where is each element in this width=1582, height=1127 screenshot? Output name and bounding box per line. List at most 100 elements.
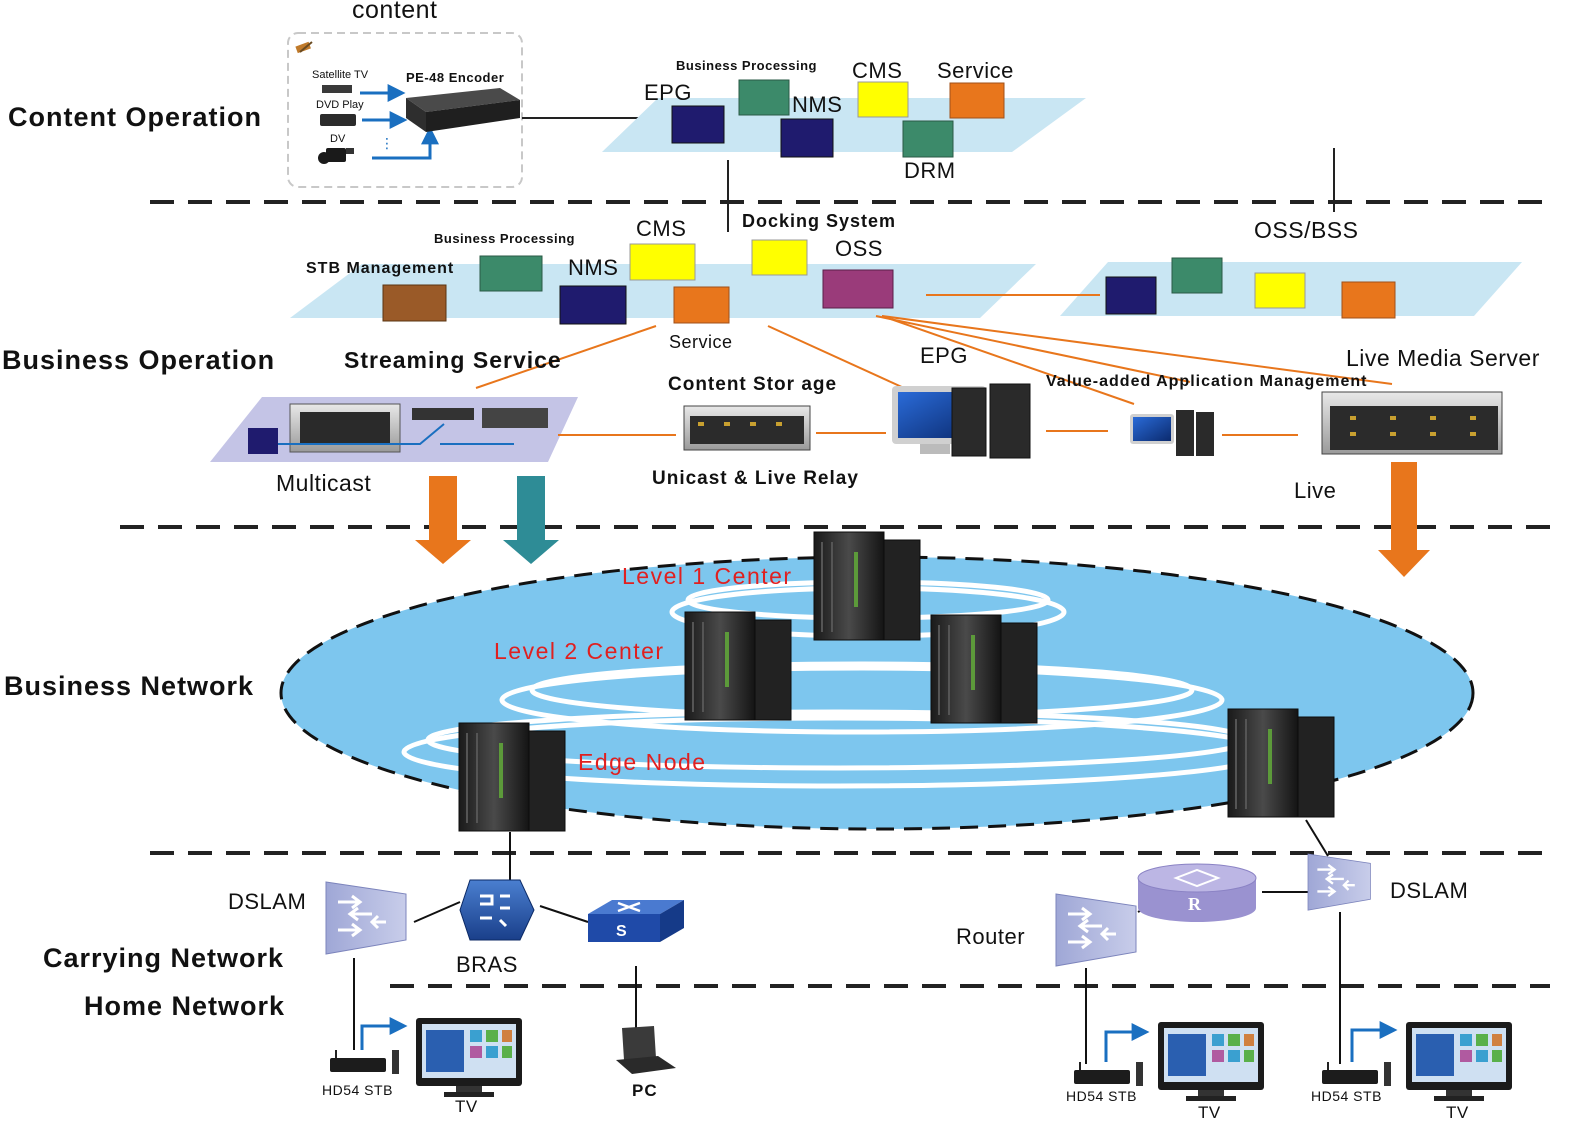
bras-label: BRAS	[456, 952, 518, 977]
content-platform: Business Processing EPG NMS CMS Service …	[602, 58, 1086, 183]
stb3-label: HD54 STB	[1311, 1088, 1382, 1104]
oss-bss-label: OSS/BSS	[1254, 217, 1358, 243]
streaming-cube-icon	[248, 428, 278, 454]
cp-epg-block	[671, 105, 725, 144]
router-switch-icon	[1054, 892, 1138, 968]
stb1-icon	[329, 1049, 400, 1075]
dslam-right-icon	[1306, 852, 1372, 912]
cp-drm-label: DRM	[904, 158, 956, 183]
layer-separators	[120, 200, 1550, 988]
business-platform: Business Processing STB Management CMS N…	[290, 211, 1036, 352]
edge-node-server-left	[458, 722, 566, 832]
level2-center-server-left	[684, 611, 792, 721]
cp-epg-label: EPG	[644, 80, 692, 105]
cp-service-label: Service	[937, 58, 1014, 83]
switch-letter: S	[616, 923, 627, 940]
content-storage-label: Content Stor age	[668, 374, 837, 395]
dvd-play-label: DVD Play	[316, 99, 364, 111]
live-media-server-label: Live Media Server	[1346, 345, 1540, 371]
oss-bss-block-navy	[1105, 276, 1157, 315]
edge-to-dslam-right-link	[1305, 819, 1329, 857]
dslam-to-bras-link	[413, 901, 461, 923]
unicast-down-arrow	[503, 476, 559, 564]
stb3-to-tv3-arrow	[1350, 1021, 1398, 1062]
tv1-icon	[416, 1018, 522, 1097]
dslam-left-icon	[324, 880, 408, 956]
level1-center-server	[813, 531, 921, 641]
tv2-label: TV	[1198, 1103, 1221, 1122]
layer-label-content-operation: Content Operation	[8, 102, 262, 132]
dvd-player-icon	[320, 114, 356, 126]
stb3-icon	[1321, 1061, 1392, 1087]
stb1-label: HD54 STB	[322, 1082, 393, 1098]
cp-cms-block	[857, 81, 909, 118]
router-icon: R	[1137, 863, 1257, 922]
oss-bss-block-green	[1171, 257, 1223, 294]
oss-bss-block-yellow	[1254, 272, 1306, 309]
bp-cms-block	[629, 243, 696, 281]
bp-oss-label: OSS	[835, 236, 883, 261]
satellite-icon	[295, 41, 313, 54]
epg-server-label: EPG	[920, 343, 968, 368]
edge-node-server-right	[1227, 708, 1335, 818]
bp-stb-management-label: STB Management	[306, 260, 454, 277]
cp-nms-block	[780, 118, 834, 158]
dslam-right-label: DSLAM	[1390, 878, 1468, 903]
platform-fanout-links	[475, 315, 1393, 405]
content-source-frame	[287, 32, 523, 188]
bras-icon	[459, 879, 535, 941]
home-set-1: HD54 STB TV	[322, 1017, 522, 1116]
streaming-platform	[210, 397, 578, 462]
stb1-to-tv1-arrow	[360, 1017, 408, 1050]
epg-workstation-icon	[892, 383, 1031, 459]
stb2-label: HD54 STB	[1066, 1088, 1137, 1104]
streaming-service-label: Streaming Service	[344, 347, 562, 373]
unicast-relay-label: Unicast & Live Relay	[652, 468, 859, 489]
level1-center-label: Level 1 Center	[622, 563, 793, 589]
more-sources-dots: ⋮	[380, 135, 394, 151]
live-label: Live	[1294, 478, 1336, 503]
bp-docking-system-label: Docking System	[742, 211, 896, 231]
encoder-input-arrows	[360, 84, 439, 160]
bp-nms-block	[559, 285, 627, 325]
bp-business-processing-label: Business Processing	[434, 231, 575, 246]
stb2-icon	[1073, 1061, 1144, 1087]
content-source-title: content	[352, 0, 438, 24]
streaming-rack-2	[482, 408, 548, 428]
business-network: Level 1 Center Level 2 Center Edge Node	[279, 531, 1475, 832]
cp-service-block	[949, 82, 1005, 119]
layer-label-business-network: Business Network	[4, 671, 254, 701]
live-down-arrow	[1378, 462, 1430, 577]
router-label: Router	[956, 924, 1025, 949]
live-media-server-icon	[1321, 391, 1503, 455]
multicast-label: Multicast	[276, 470, 371, 496]
tv2-icon	[1158, 1022, 1264, 1101]
cp-cms-label: CMS	[852, 58, 902, 83]
pc-laptop-icon	[616, 1026, 676, 1074]
cp-business-processing-label: Business Processing	[676, 58, 817, 73]
oss-bss-platform: OSS/BSS	[1060, 217, 1522, 319]
bp-service-label: Service	[669, 332, 733, 352]
home-set-3: HD54 STB TV	[1311, 1021, 1512, 1122]
oss-bss-block-orange	[1341, 281, 1396, 319]
dslam-left-label: DSLAM	[228, 889, 306, 914]
bp-stb-management-block	[382, 284, 447, 322]
satellite-receiver-icon	[322, 85, 352, 93]
bp-service-block	[673, 286, 730, 324]
level2-center-label: Level 2 Center	[494, 638, 665, 664]
tv3-label: TV	[1446, 1103, 1469, 1122]
bp-oss-block	[822, 269, 894, 309]
streaming-rack-1	[412, 408, 474, 420]
home-set-2: HD54 STB TV	[1066, 1022, 1264, 1122]
home-pc: PC	[616, 1026, 676, 1100]
value-added-label: Value-added Application Management	[1046, 373, 1367, 390]
satellite-tv-label: Satellite TV	[312, 69, 369, 81]
pc-label: PC	[632, 1081, 658, 1100]
level2-center-server-right	[930, 614, 1038, 724]
stb2-to-tv2-arrow	[1104, 1023, 1150, 1062]
dv-label: DV	[330, 133, 346, 145]
multicast-down-arrow	[415, 476, 471, 564]
bp-nms-label: NMS	[568, 255, 618, 280]
value-added-workstation-icon	[1130, 410, 1214, 456]
